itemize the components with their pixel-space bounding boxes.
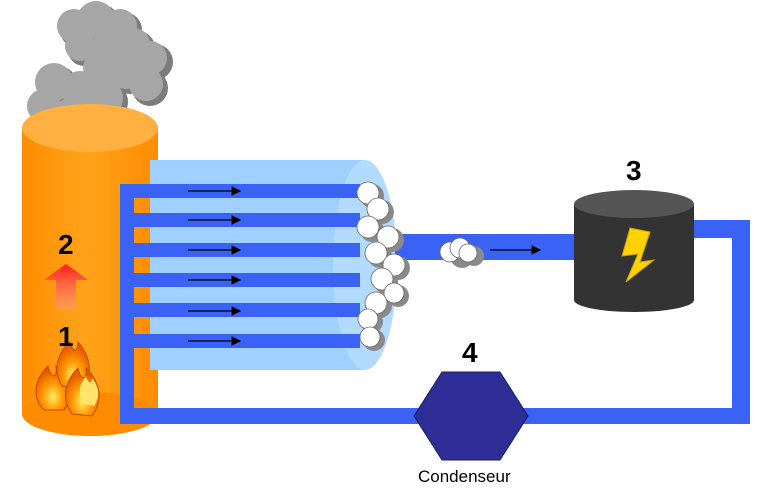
step-number-3: 3: [626, 155, 642, 186]
condenser: [413, 371, 529, 461]
condenser-label: Condenseur: [418, 467, 511, 486]
boiler: [22, 104, 158, 436]
step-number-4: 4: [462, 337, 478, 368]
steam-cloud-icon: [356, 181, 484, 351]
step-number-1: 1: [58, 321, 74, 352]
heat-up-arrow-icon: [44, 264, 88, 310]
step-number-2: 2: [58, 229, 74, 260]
lightning-bolt-icon: [621, 227, 656, 283]
flow-arrows: [188, 186, 542, 346]
pipe-circuit: [120, 184, 750, 424]
fire-icon: [35, 340, 100, 417]
